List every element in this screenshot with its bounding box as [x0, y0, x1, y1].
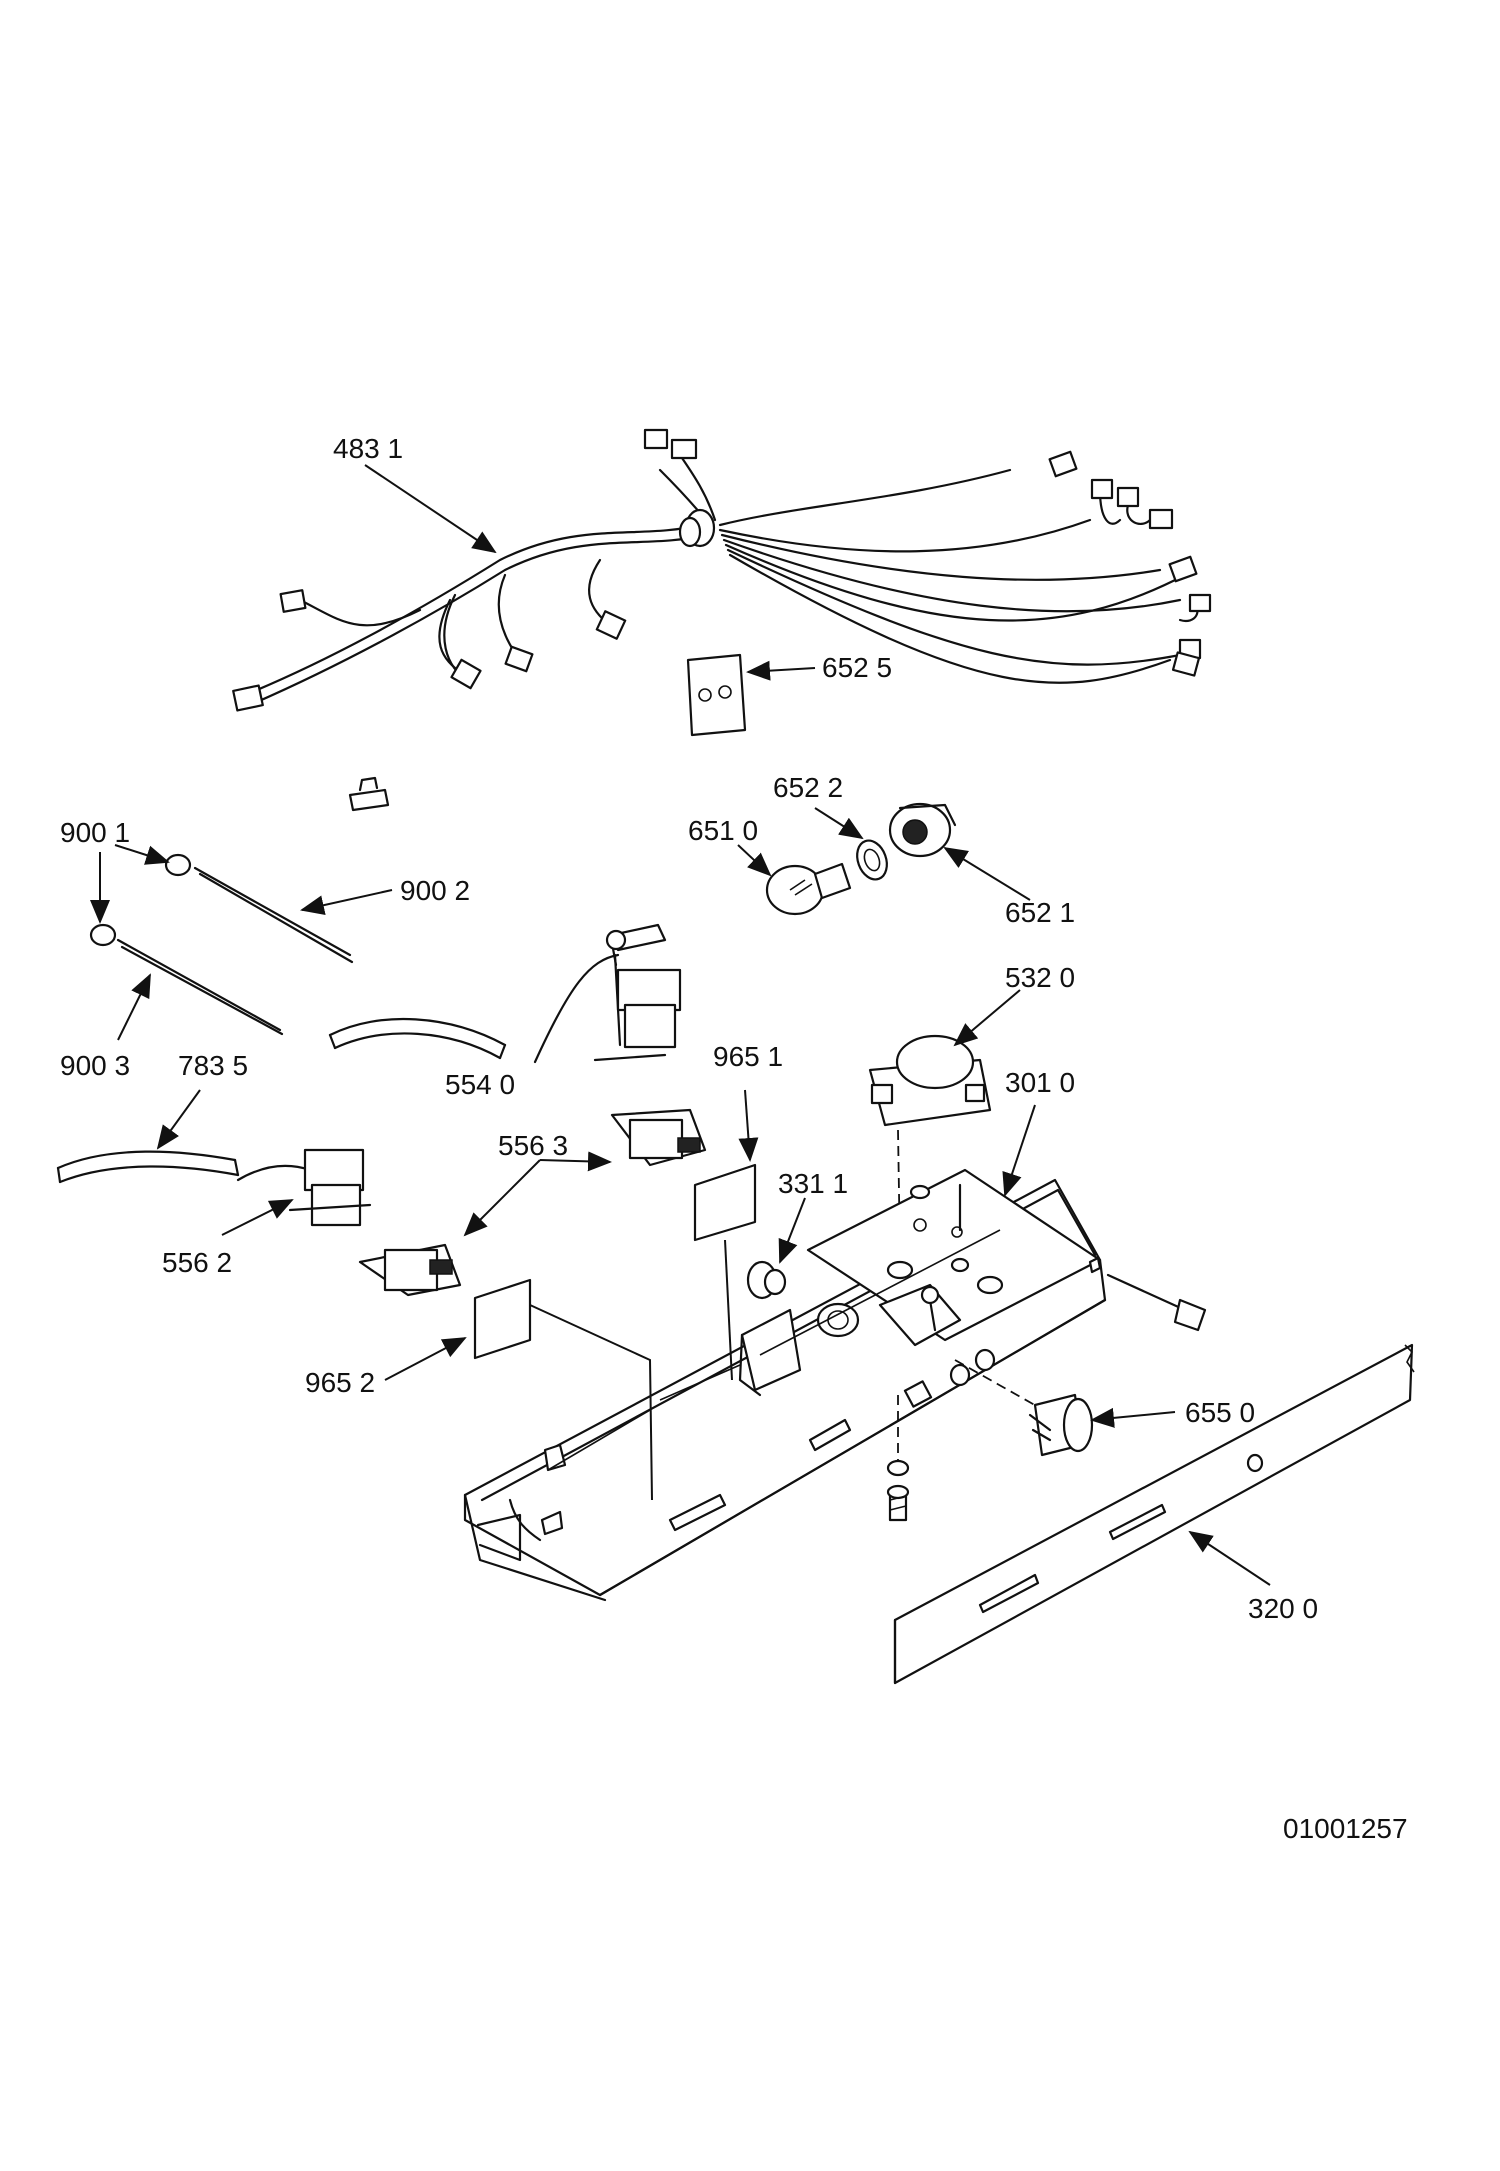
leader-arrows: [90, 464, 1271, 1586]
wire-clip: [348, 776, 390, 812]
label-965-1-line: [724, 1239, 733, 1381]
control-housing: [463, 1168, 1107, 1602]
bracket-plate: [686, 653, 747, 737]
switch-554: [533, 923, 682, 1064]
sleeve-center: [328, 1017, 507, 1060]
label-965-1: [693, 1163, 757, 1242]
callout-switch-center: 554 0: [445, 1069, 515, 1100]
light-bulb: [765, 862, 852, 916]
callout-switch-pair: 556 3: [498, 1130, 568, 1161]
defrost-timer: [868, 1034, 992, 1256]
callout-plug: 331 1: [778, 1168, 848, 1199]
switch-556-left: [236, 1148, 372, 1227]
lamp-socket: [888, 802, 957, 858]
front-cover-panel: [893, 1343, 1415, 1685]
label-965-2: [473, 1278, 532, 1360]
socket-ring: [856, 839, 888, 881]
callout-bracket-plate: 652 5: [822, 652, 892, 683]
callout-tube-top: 900 2: [400, 875, 470, 906]
callout-tube-bottom: 900 3: [60, 1050, 130, 1081]
callout-harness: 483 1: [333, 433, 403, 464]
switch-556-top: [610, 1108, 707, 1167]
callout-switch-left: 556 2: [162, 1247, 232, 1278]
callout-knob: 655 0: [1185, 1397, 1255, 1428]
callout-label-top: 965 1: [713, 1041, 783, 1072]
callout-sleeve: 783 5: [178, 1050, 248, 1081]
switch-556-bottom: [358, 1243, 462, 1297]
callout-timer: 532 0: [1005, 962, 1075, 993]
tube-assembly: [89, 853, 354, 1036]
bottom-screw: [886, 1395, 910, 1522]
callout-socket-ring: 652 2: [773, 772, 843, 803]
housing-screw: [1106, 1273, 1207, 1332]
callout-housing: 301 0: [1005, 1067, 1075, 1098]
label-965-2-line: [529, 1304, 653, 1501]
diagram-id: 01001257: [1283, 1813, 1408, 1844]
callout-labels: 483 1 652 5 652 2 651 0 652 1 900 1 900 …: [60, 433, 1408, 1844]
callout-socket: 652 1: [1005, 897, 1075, 928]
wire-harness: [232, 428, 1212, 712]
callout-cover: 320 0: [1248, 1593, 1318, 1624]
plug: [746, 1260, 787, 1300]
callout-tube-end: 900 1: [60, 817, 130, 848]
callout-bulb: 651 0: [688, 815, 758, 846]
sleeve-left: [56, 1150, 240, 1184]
callout-label-bottom: 965 2: [305, 1367, 375, 1398]
